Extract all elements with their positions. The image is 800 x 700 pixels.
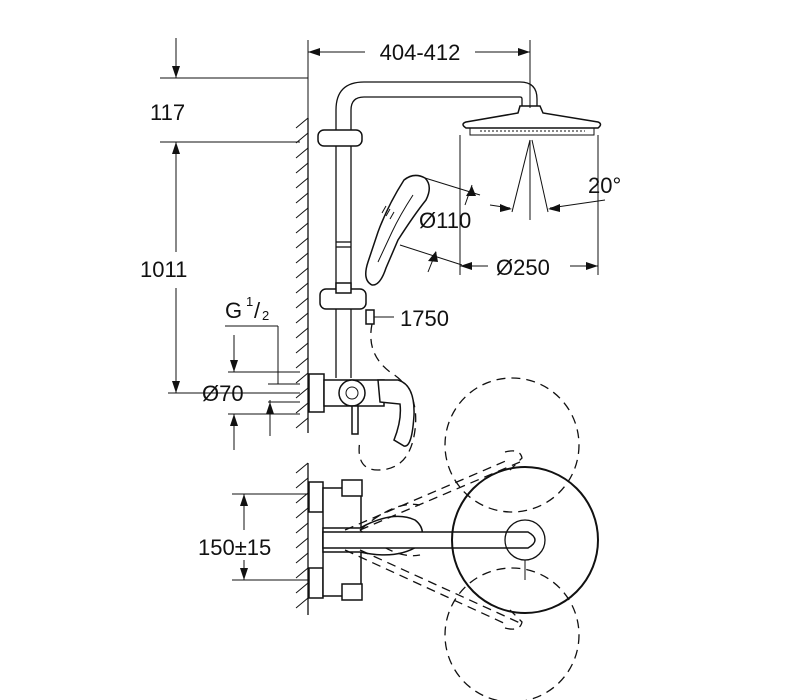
- dim-handshower-diameter: Ø110: [419, 208, 471, 233]
- shower-column: [317, 81, 538, 378]
- dim-width-arm: 404-412: [380, 40, 461, 65]
- hand-shower: [358, 174, 430, 471]
- wall-lower: [295, 462, 309, 615]
- dim-tilt-angle: 20°: [588, 173, 621, 198]
- dim-head-diameter: Ø250: [496, 255, 550, 280]
- wall-hatching-upper: [295, 117, 309, 429]
- dim-flange-diameter: Ø70: [202, 381, 244, 406]
- dim-top-offset: 117: [150, 100, 185, 125]
- dim-thread-main: G: [225, 298, 242, 323]
- dim-center-distance: 150±15: [198, 535, 271, 560]
- wall-upper: [295, 117, 309, 433]
- dimension-lines: [160, 38, 606, 581]
- head-shower: [462, 105, 602, 136]
- dim-thread-sub: 2: [262, 308, 269, 323]
- dim-hose-length: 1750: [400, 306, 449, 331]
- mixer-side-view: [308, 373, 415, 447]
- dim-thread-sup: 1: [246, 294, 253, 309]
- mixer-top-view: [308, 450, 536, 630]
- head-shower-top-view: [444, 377, 599, 700]
- wall-hatching-lower: [295, 462, 309, 609]
- dim-height: 1011: [140, 257, 187, 282]
- dim-thread-slash: /: [254, 298, 261, 323]
